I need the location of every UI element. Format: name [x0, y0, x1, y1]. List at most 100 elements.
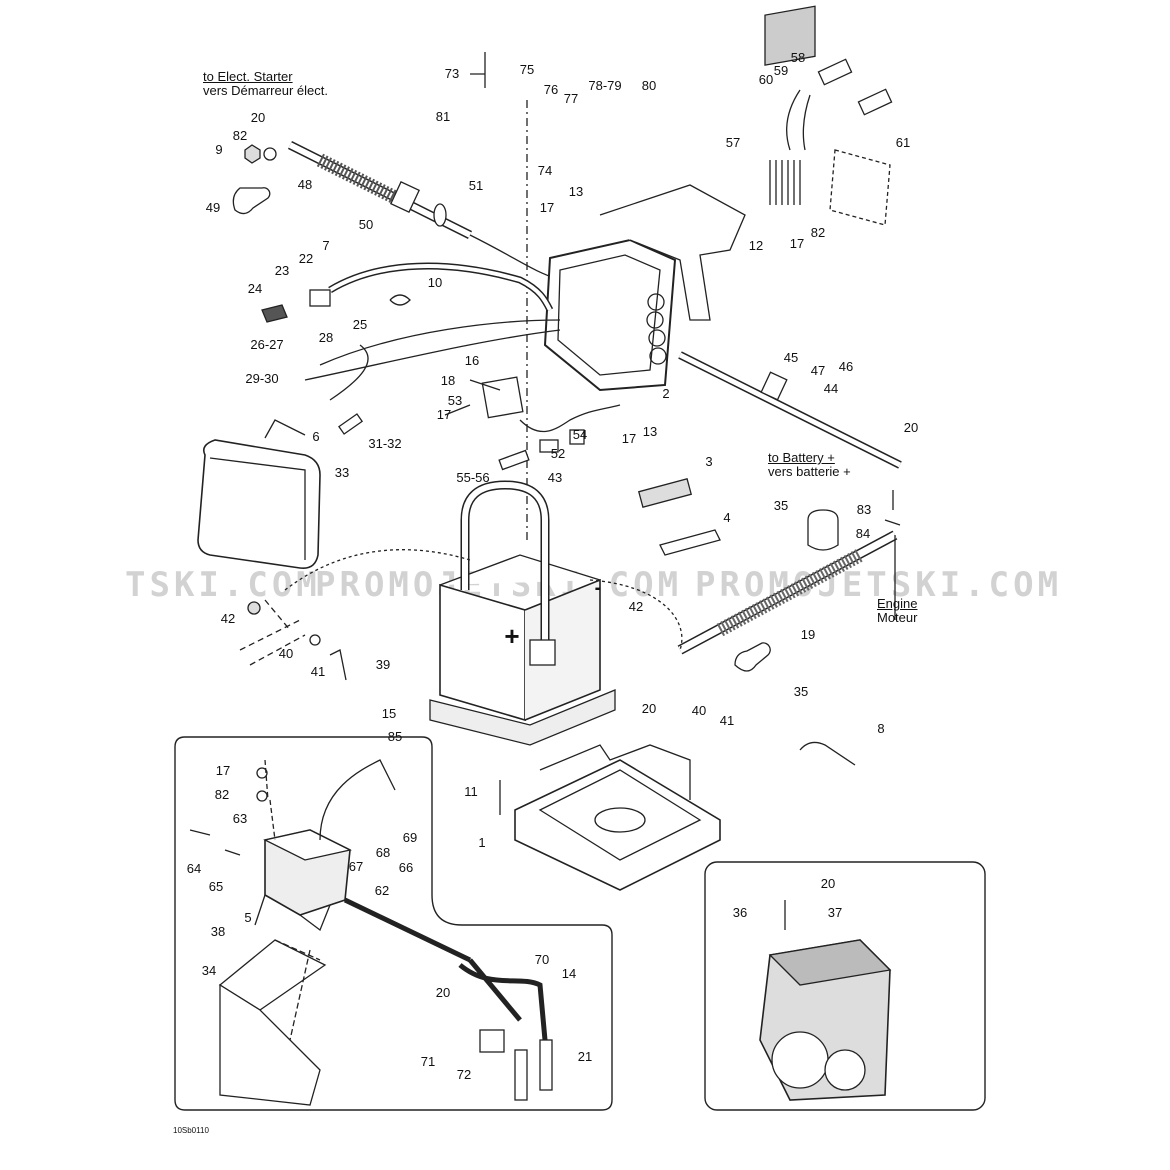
watermark: TSKI.COM — [125, 565, 321, 605]
battery-note: to Battery + vers batterie + — [768, 451, 851, 479]
part-callout-41: 41 — [310, 664, 326, 679]
electrical-box — [543, 184, 746, 392]
starter-cable — [287, 140, 561, 281]
part-callout-4: 4 — [723, 510, 731, 525]
part-callout-17: 17 — [436, 407, 452, 422]
part-callout-72: 72 — [456, 1067, 472, 1082]
part-callout-63: 63 — [232, 811, 248, 826]
part-callout-61: 61 — [895, 135, 911, 150]
part-callout-14: 14 — [561, 966, 577, 981]
starter-note-fr: vers Démarreur élect. — [203, 83, 328, 98]
part-callout-42: 42 — [220, 611, 236, 626]
part-callout-39: 39 — [375, 657, 391, 672]
part-callout-85: 85 — [387, 729, 403, 744]
part-callout-21: 21 — [577, 1049, 593, 1064]
part-callout-43: 43 — [547, 470, 563, 485]
part-callout-40: 40 — [691, 703, 707, 718]
part-callout-35: 35 — [773, 498, 789, 513]
part-callout-17: 17 — [789, 236, 805, 251]
part-callout-74: 74 — [537, 163, 553, 178]
part-callout-36: 36 — [732, 905, 748, 920]
part-callout-76: 76 — [543, 82, 559, 97]
part-callout-19: 19 — [800, 627, 816, 642]
part-callout-82: 82 — [810, 225, 826, 240]
engine — [759, 900, 892, 1101]
part-callout-55-56: 55-56 — [456, 470, 490, 485]
part-callout-59: 59 — [773, 63, 789, 78]
part-callout-8: 8 — [877, 721, 885, 736]
part-callout-13: 13 — [642, 424, 658, 439]
part-callout-58: 58 — [790, 50, 806, 65]
part-callout-78-79: 78-79 — [588, 78, 622, 93]
part-callout-2: 2 — [662, 386, 670, 401]
part-callout-45: 45 — [783, 350, 799, 365]
part-callout-44: 44 — [823, 381, 839, 396]
part-callout-20: 20 — [820, 876, 836, 891]
part-callout-65: 65 — [208, 879, 224, 894]
part-callout-29-30: 29-30 — [245, 371, 279, 386]
part-callout-75: 75 — [519, 62, 535, 77]
part-callout-6: 6 — [312, 429, 320, 444]
part-callout-25: 25 — [352, 317, 368, 332]
part-callout-5: 5 — [244, 910, 252, 925]
part-callout-20: 20 — [435, 985, 451, 1000]
part-callout-49: 49 — [205, 200, 221, 215]
part-callout-37: 37 — [827, 905, 843, 920]
engine-note: Engine Moteur — [877, 597, 917, 625]
part-callout-9: 9 — [215, 142, 223, 157]
part-callout-17: 17 — [215, 763, 231, 778]
part-callout-17: 17 — [621, 431, 637, 446]
part-callout-47: 47 — [810, 363, 826, 378]
part-callout-26-27: 26-27 — [250, 337, 284, 352]
part-callout-51: 51 — [468, 178, 484, 193]
engine-note-en: Engine — [877, 596, 918, 611]
part-callout-16: 16 — [464, 353, 480, 368]
part-callout-54: 54 — [572, 427, 588, 442]
part-callout-71: 71 — [420, 1054, 436, 1069]
watermark: PROMOJETSKI.COM — [695, 565, 1063, 605]
part-callout-20: 20 — [903, 420, 919, 435]
part-callout-53: 53 — [447, 393, 463, 408]
part-callout-40: 40 — [278, 646, 294, 661]
part-callout-66: 66 — [398, 860, 414, 875]
part-callout-68: 68 — [375, 845, 391, 860]
battery — [429, 480, 616, 746]
part-callout-31-32: 31-32 — [368, 436, 402, 451]
part-callout-70: 70 — [534, 952, 550, 967]
part-callout-82: 82 — [214, 787, 230, 802]
part-callout-41: 41 — [719, 713, 735, 728]
part-callout-83: 83 — [856, 502, 872, 517]
part-callout-23: 23 — [274, 263, 290, 278]
part-callout-46: 46 — [838, 359, 854, 374]
part-callout-20: 20 — [250, 110, 266, 125]
part-callout-35: 35 — [793, 684, 809, 699]
battery-plus-sign: + — [504, 621, 520, 651]
battery-minus-sign: - — [594, 577, 602, 599]
part-callout-77: 77 — [563, 91, 579, 106]
drawing-code: 10Sb0110 — [173, 1126, 209, 1135]
starter-note: to Elect. Starter vers Démarreur élect. — [203, 70, 328, 98]
part-callout-73: 73 — [444, 66, 460, 81]
part-callout-20: 20 — [641, 701, 657, 716]
engine-note-fr: Moteur — [877, 610, 918, 625]
part-callout-13: 13 — [568, 184, 584, 199]
part-callout-82: 82 — [232, 128, 248, 143]
part-callout-33: 33 — [334, 465, 350, 480]
part-callout-50: 50 — [358, 217, 374, 232]
part-callout-18: 18 — [440, 373, 456, 388]
part-callout-62: 62 — [374, 883, 390, 898]
part-callout-42: 42 — [628, 599, 644, 614]
starter-note-en: to Elect. Starter — [203, 69, 293, 84]
part-callout-60: 60 — [758, 72, 774, 87]
part-callout-57: 57 — [725, 135, 741, 150]
part-callout-7: 7 — [322, 238, 330, 253]
part-callout-15: 15 — [381, 706, 397, 721]
part-callout-1: 1 — [478, 835, 486, 850]
part-callout-24: 24 — [247, 281, 263, 296]
part-callout-80: 80 — [641, 78, 657, 93]
part-callout-84: 84 — [855, 526, 871, 541]
part-callout-22: 22 — [298, 251, 314, 266]
part-callout-28: 28 — [318, 330, 334, 345]
